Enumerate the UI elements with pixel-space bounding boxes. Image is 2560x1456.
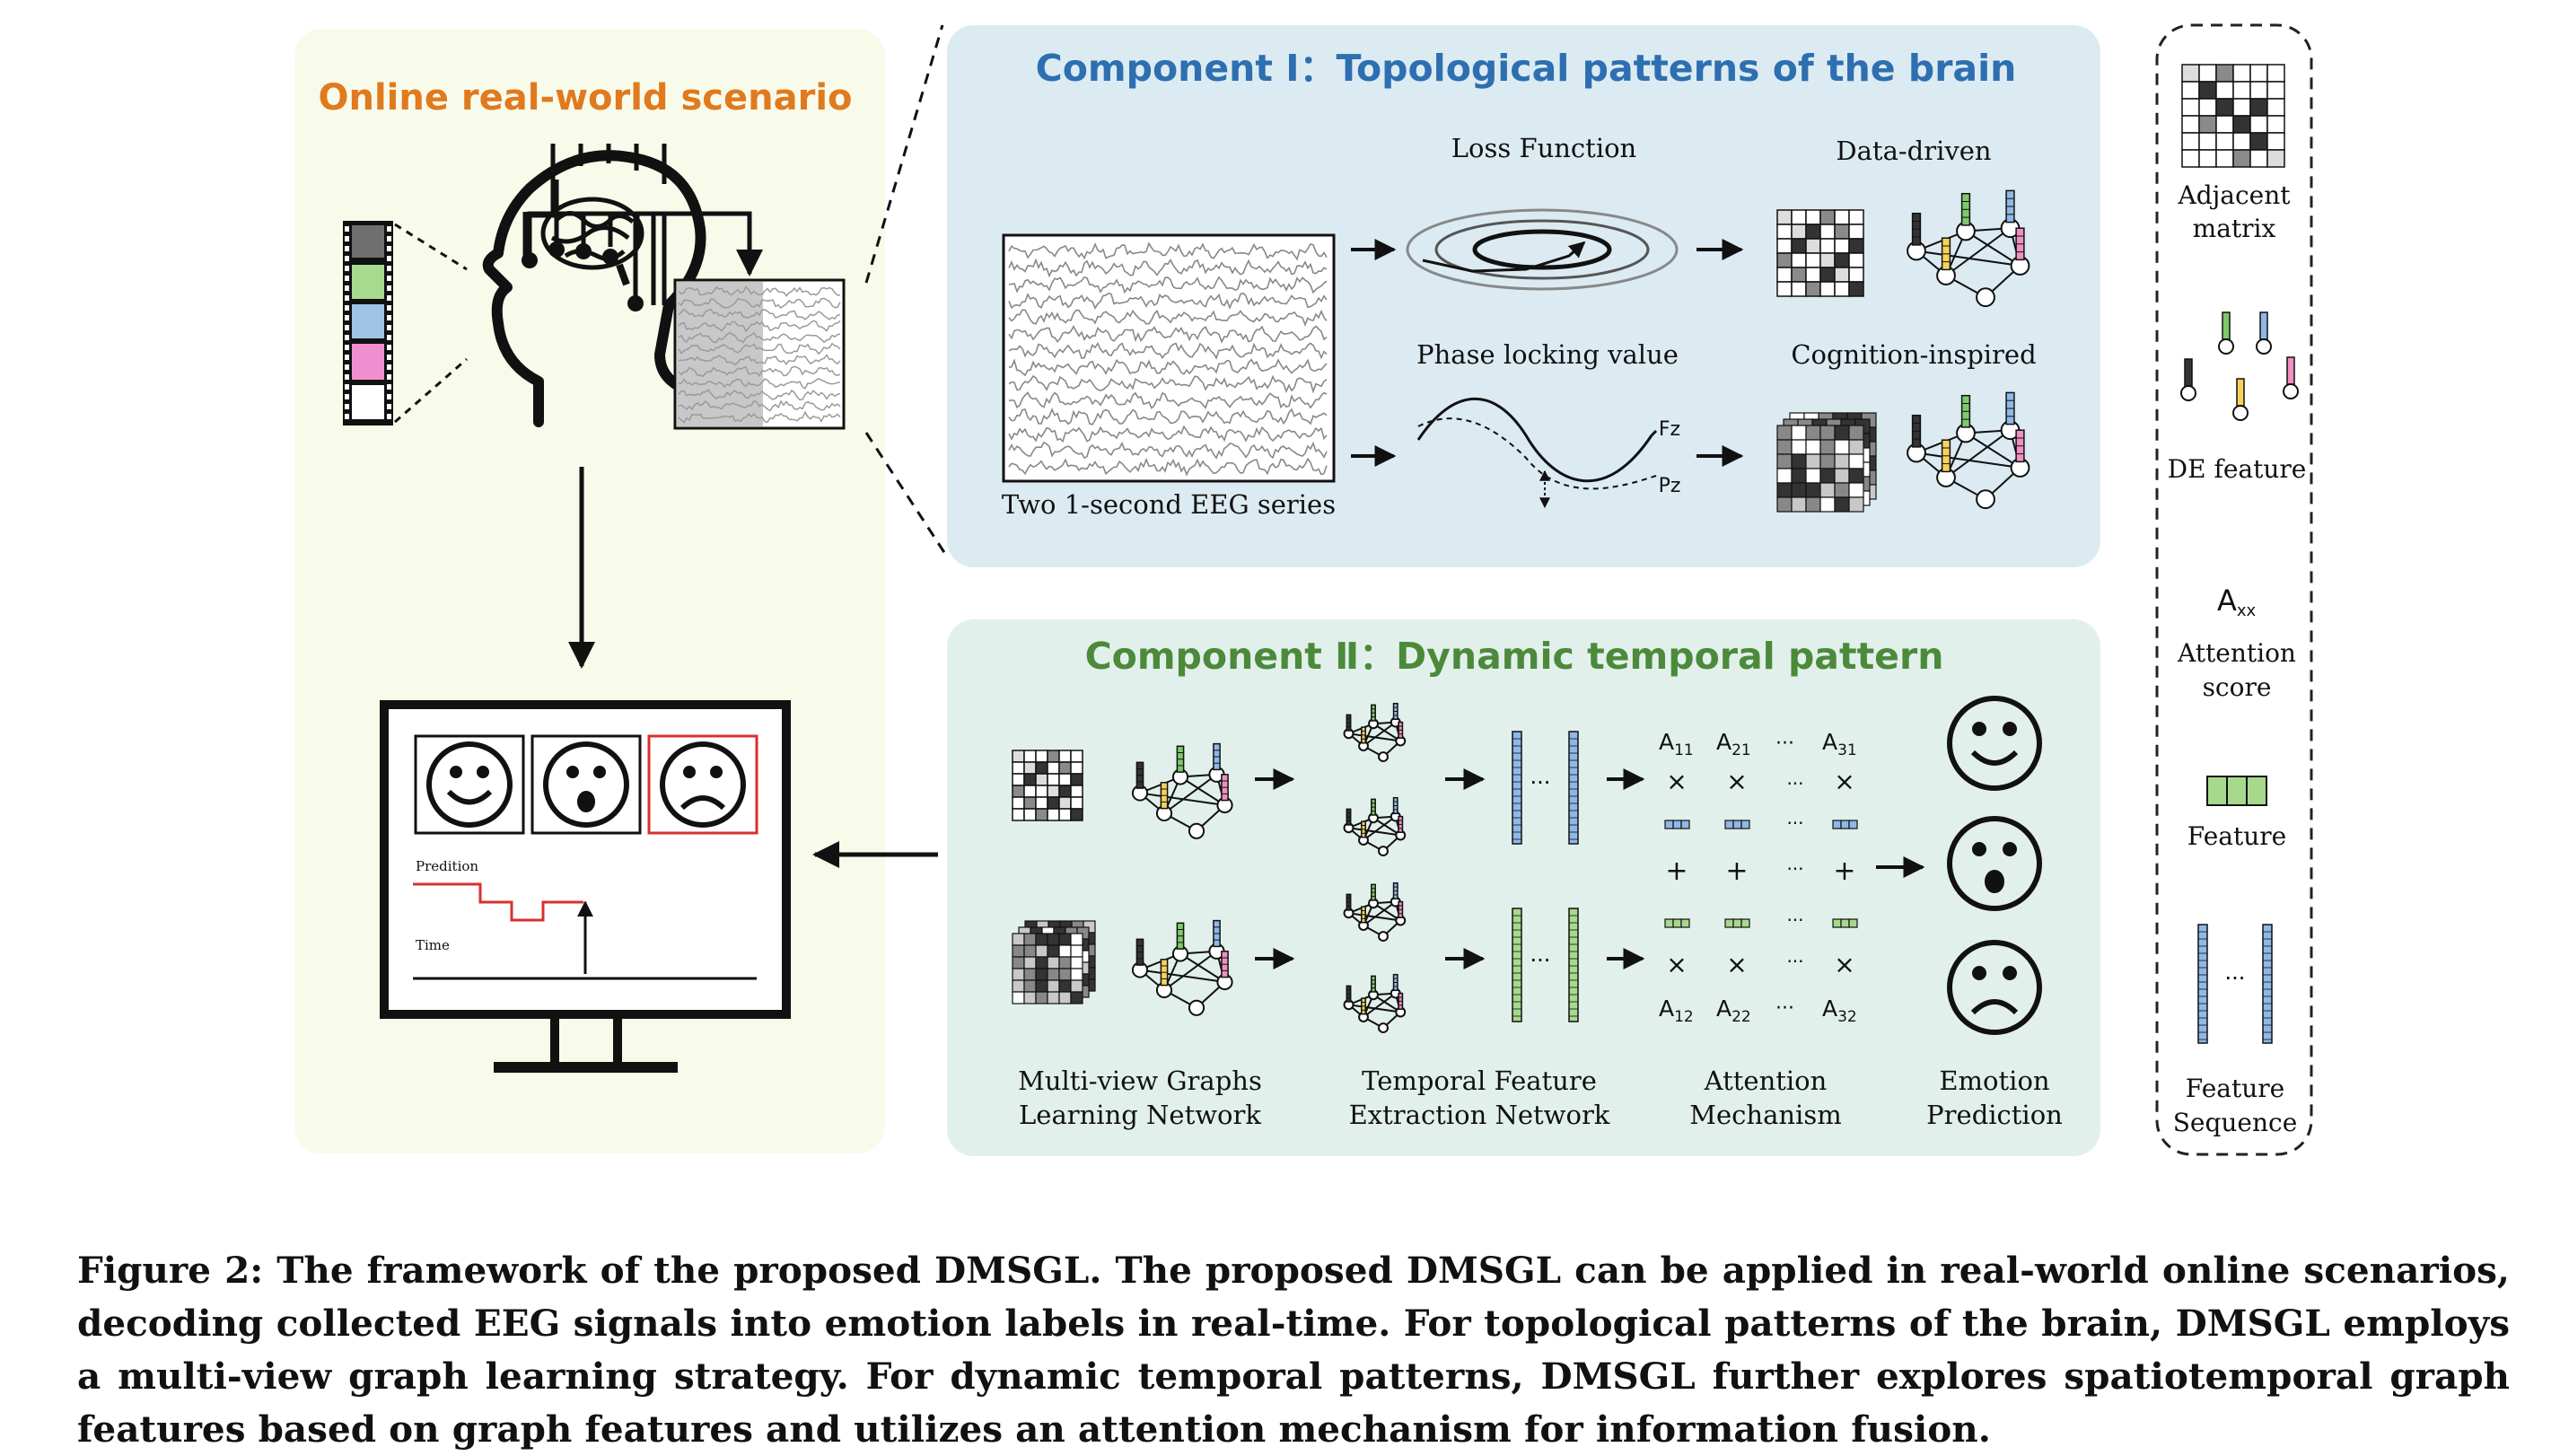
brain-graph-data-driven bbox=[1907, 189, 2030, 308]
legend-panel bbox=[2155, 23, 2313, 1156]
svg-text:···: ··· bbox=[1786, 773, 1803, 794]
svg-text:×: × bbox=[1834, 767, 1854, 796]
legend-de-feature-icon bbox=[2180, 311, 2299, 421]
attn-a22: A22 bbox=[1716, 996, 1751, 1026]
c2-adjacency-tensor bbox=[1012, 920, 1096, 1004]
component2-title: Component Ⅱ：Dynamic temporal pattern bbox=[1085, 635, 1944, 678]
prediction-trace bbox=[413, 882, 583, 922]
zoom-line-bottom bbox=[864, 432, 949, 557]
online-title: Online real-world scenario bbox=[318, 77, 852, 118]
adjacency-matrix-data-driven bbox=[1776, 209, 1864, 297]
feature-sequences: ··· ··· bbox=[1512, 731, 1579, 1022]
pz-label: Pz bbox=[1659, 475, 1681, 497]
stage1-label-line1: Multi-view Graphs bbox=[1018, 1066, 1262, 1096]
svg-text:···: ··· bbox=[2225, 966, 2246, 991]
attention-operators: × + × × + × ··· ··· ··· ··· ··· × + × bbox=[1664, 767, 1858, 979]
svg-text:×: × bbox=[1666, 950, 1687, 979]
plv-label: Phase locking value bbox=[1416, 339, 1679, 370]
attn-a21: A21 bbox=[1716, 729, 1751, 759]
component1-title: Component Ⅰ：Topological patterns of the … bbox=[1036, 47, 2017, 90]
emotion-surprised-icon bbox=[1947, 816, 2042, 911]
svg-text:···: ··· bbox=[1530, 770, 1551, 795]
c2-adjacency-matrix bbox=[1012, 750, 1083, 821]
svg-text:×: × bbox=[1834, 950, 1854, 979]
cognition-label: Cognition-inspired bbox=[1791, 339, 2036, 370]
svg-text:+: + bbox=[1725, 855, 1748, 887]
legend-feature: Feature bbox=[2187, 821, 2286, 851]
stage1-label-line2: Learning Network bbox=[1019, 1100, 1261, 1130]
loss-function-icon bbox=[1406, 208, 1679, 291]
svg-text:×: × bbox=[1726, 767, 1747, 796]
attn-a12: A12 bbox=[1659, 996, 1694, 1026]
happy-face-icon bbox=[426, 741, 513, 828]
svg-text:×: × bbox=[1666, 767, 1687, 796]
monitor: Predition Time bbox=[380, 700, 791, 1073]
adjacency-tensor-cognition bbox=[1776, 412, 1877, 513]
face-happy-frame bbox=[414, 734, 525, 835]
legend-axx: Axx bbox=[2217, 583, 2257, 620]
svg-text:···: ··· bbox=[1786, 812, 1803, 834]
legend-de-feature: DE feature bbox=[2168, 454, 2307, 484]
plv-wave-icon bbox=[1416, 397, 1658, 509]
component2-panel bbox=[947, 619, 2100, 1156]
stage2-label-line2: Extraction Network bbox=[1349, 1100, 1610, 1130]
eeg-signal-box bbox=[673, 278, 846, 430]
time-label: Time bbox=[416, 937, 450, 953]
electrode-dots bbox=[522, 241, 644, 311]
legend-adjacent-line1: Adjacent bbox=[2177, 180, 2291, 210]
figure-caption: Figure 2: The framework of the proposed … bbox=[77, 1249, 2510, 1451]
legend-feature-sequence-icon: ··· bbox=[2197, 924, 2273, 1044]
surprised-face-icon bbox=[543, 741, 629, 828]
c2-graph-bottom bbox=[1131, 919, 1233, 1016]
stage2-label-line1: Temporal Feature bbox=[1362, 1066, 1597, 1096]
stage3-label-line1: Attention bbox=[1704, 1066, 1828, 1096]
emotion-sad-icon bbox=[1947, 940, 2042, 1035]
svg-text:···: ··· bbox=[1786, 909, 1803, 931]
loss-function-label: Loss Function bbox=[1451, 133, 1636, 163]
face-sad-frame bbox=[647, 734, 758, 835]
attn-a31: A31 bbox=[1822, 729, 1857, 759]
attention-mechanism: A11 A21 ··· A31 A12 A22 ··· A32 bbox=[1659, 729, 1857, 1026]
svg-text:···: ··· bbox=[1530, 948, 1551, 973]
face-surprised-frame bbox=[530, 734, 642, 835]
svg-text:+: + bbox=[1665, 855, 1688, 887]
stage4-label-line1: Emotion bbox=[1939, 1066, 2049, 1096]
legend-adjacent-line2: matrix bbox=[2193, 214, 2276, 243]
sad-face-icon bbox=[660, 741, 746, 828]
prediction-label: Predition bbox=[416, 858, 478, 874]
fz-label: Fz bbox=[1659, 418, 1680, 441]
legend-feature-icon bbox=[2206, 776, 2267, 806]
stage3-label-line2: Mechanism bbox=[1689, 1100, 1841, 1130]
legend-adjacent-matrix-icon bbox=[2181, 64, 2285, 168]
data-driven-label: Data-driven bbox=[1836, 136, 1991, 166]
attn-a32: A32 bbox=[1822, 996, 1857, 1026]
attn-dots-bottom: ··· bbox=[1775, 997, 1794, 1020]
eeg-series-box bbox=[1002, 233, 1336, 483]
legend-attention-line1: Attention bbox=[2177, 638, 2296, 668]
eeg-series-label: Two 1-second EEG series bbox=[1002, 489, 1336, 520]
svg-text:+: + bbox=[1833, 855, 1855, 887]
zoom-line-top bbox=[864, 24, 944, 284]
temporal-graph-stack bbox=[1343, 702, 1407, 1034]
emotion-happy-icon bbox=[1947, 696, 2042, 791]
svg-text:···: ··· bbox=[1786, 858, 1803, 880]
legend-attention-line2: score bbox=[2203, 672, 2272, 702]
stage4-label-line2: Prediction bbox=[1926, 1100, 2063, 1130]
legend-feature-seq-line2: Sequence bbox=[2173, 1108, 2298, 1137]
legend-feature-seq-line1: Feature bbox=[2186, 1074, 2284, 1103]
c2-graph-top bbox=[1131, 742, 1233, 839]
attn-a11: A11 bbox=[1659, 729, 1694, 759]
attn-dots-top: ··· bbox=[1775, 732, 1794, 755]
brain-graph-cognition bbox=[1907, 391, 2030, 510]
svg-text:×: × bbox=[1726, 950, 1747, 979]
svg-text:···: ··· bbox=[1786, 951, 1803, 972]
video-filmstrip bbox=[343, 221, 393, 425]
